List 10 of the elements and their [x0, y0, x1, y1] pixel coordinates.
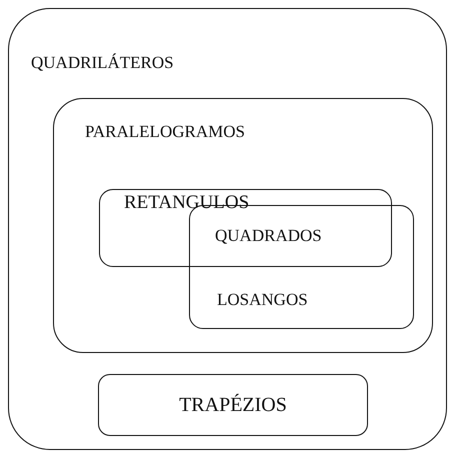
set-label: TRAPÉZIOS	[179, 393, 287, 417]
rounded-box	[8, 8, 447, 450]
set-label: QUADRILÁTEROS	[31, 53, 174, 74]
set-label: PARALELOGRAMOS	[85, 122, 245, 142]
rounded-box	[99, 189, 392, 267]
set-label: RETANGULOS	[124, 192, 250, 215]
intersection-label: QUADRADOS	[215, 226, 322, 246]
rounded-box	[53, 98, 433, 353]
set-label: LOSANGOS	[217, 290, 308, 310]
rounded-box	[98, 374, 368, 436]
